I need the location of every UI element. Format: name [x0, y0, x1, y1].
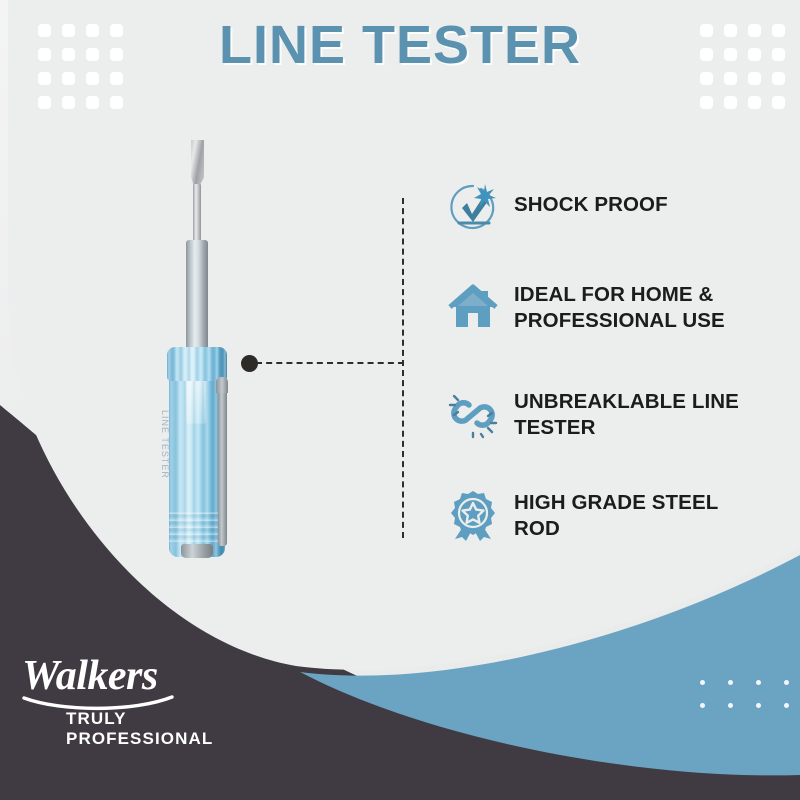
brand-logo: Walkers TRULY PROFESSIONAL	[18, 655, 278, 749]
neon-indicator	[186, 368, 206, 424]
screwdriver-blade-tip	[191, 140, 204, 188]
feature-item-unbreakable: UNBREAKLABLE LINE TESTER	[446, 387, 776, 441]
feature-label: SHOCK PROOF	[514, 193, 668, 216]
handle-emboss-text: LINE TESTER	[160, 410, 170, 479]
callout-dashed-line-vertical	[402, 198, 404, 538]
handle-bottom-ribs	[169, 512, 225, 542]
feature-item-steel-rod: HIGH GRADE STEEL ROD	[446, 488, 776, 542]
handle-end-cap	[181, 544, 213, 558]
page-title: LINE TESTER	[218, 15, 582, 75]
dark-panel	[0, 405, 800, 800]
shock-proof-check-icon	[446, 180, 500, 234]
handle-collar	[167, 347, 227, 381]
screwdriver-ferrule	[186, 240, 208, 358]
home-icon	[446, 280, 500, 334]
feature-label: UNBREAKLABLE LINE TESTER	[514, 390, 739, 440]
award-badge-icon	[446, 488, 500, 542]
blue-accent-panel	[300, 555, 800, 776]
chain-link-icon	[446, 387, 500, 441]
dot-grid-top-left	[38, 24, 123, 109]
screwdriver-shaft	[193, 184, 201, 246]
handle-collar-ribs	[167, 347, 227, 381]
feature-item-shock-proof: SHOCK PROOF	[446, 180, 776, 234]
feature-item-home-use: IDEAL FOR HOME & PROFESSIONAL USE	[446, 280, 776, 334]
dot-grid-top-right	[700, 24, 785, 109]
pocket-clip	[216, 377, 228, 546]
dot-grid-bottom-right	[700, 680, 800, 708]
white-circle-cutout	[8, 0, 800, 670]
feature-label: IDEAL FOR HOME & PROFESSIONAL USE	[514, 283, 725, 333]
brand-tagline: TRULY PROFESSIONAL	[66, 709, 214, 748]
product-line-tester: LINE TESTER	[150, 140, 246, 560]
logo-swoosh	[22, 695, 174, 711]
callout-anchor-dot	[241, 355, 258, 372]
brand-name: Walkers	[22, 653, 158, 699]
callout-dashed-line-horizontal	[256, 362, 404, 364]
feature-label: HIGH GRADE STEEL ROD	[514, 491, 718, 541]
